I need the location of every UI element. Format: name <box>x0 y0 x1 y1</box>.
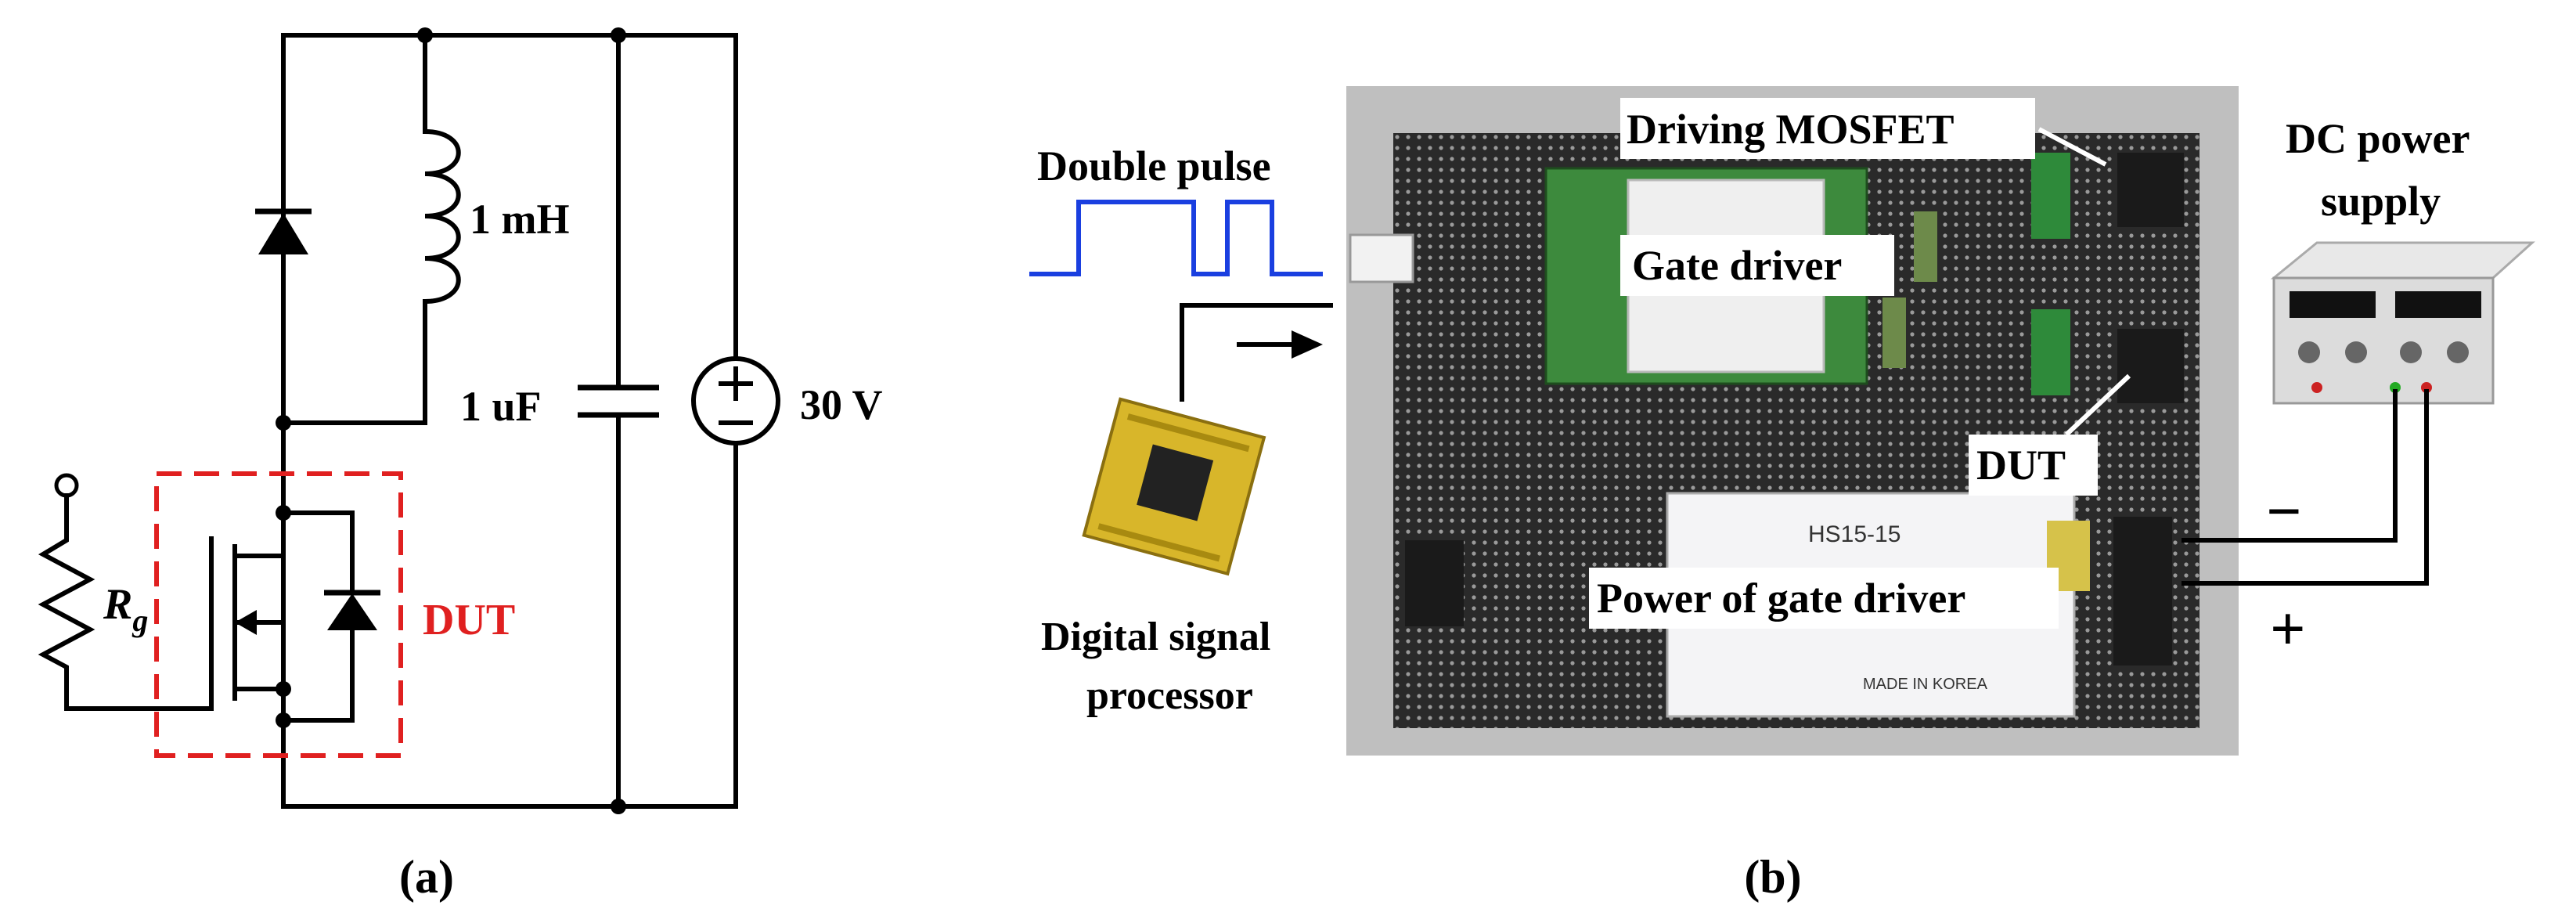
terminal-block <box>2031 153 2070 239</box>
capacitor <box>578 384 659 418</box>
dut-photo-label: DUT <box>1976 442 2066 489</box>
dsp-label-line2: processor <box>1086 673 1253 718</box>
plus-sign: + <box>2270 595 2306 664</box>
junction-dot <box>611 799 626 814</box>
supply-wire-negative <box>2181 389 2398 543</box>
wire-inductor-branch-lower <box>281 299 427 425</box>
gate-resistor <box>38 493 214 711</box>
resistor <box>1914 211 1937 282</box>
power-gate-driver-label: Power of gate driver <box>1597 575 1965 622</box>
mosfet-symbol <box>209 505 380 754</box>
inductor-coil <box>424 129 461 304</box>
resistor <box>1882 298 1906 368</box>
connector-block <box>2113 517 2172 666</box>
dc-power-supply <box>2270 241 2535 405</box>
circuit-schematic: 1 mH 1 uF 30 V Rg <box>38 27 883 903</box>
dc-supply-label-line1: DC power <box>2286 115 2470 162</box>
dsp-label-line1: Digital signal <box>1041 615 1270 659</box>
source-label: 30 V <box>800 381 883 428</box>
label-bg <box>1969 435 2098 496</box>
signal-wire <box>1180 303 1333 402</box>
inductor-label: 1 mH <box>470 196 570 243</box>
junction-dot <box>611 27 626 43</box>
dut-label: DUT <box>423 596 515 644</box>
freewheel-diode <box>255 208 312 254</box>
terminal-block <box>2031 309 2070 395</box>
converter-origin: MADE IN KOREA <box>1863 676 1988 693</box>
junction-dot <box>417 27 433 43</box>
double-pulse-waveform <box>1029 200 1323 276</box>
dut-part <box>2117 329 2184 403</box>
driving-mosfet-part <box>2117 153 2184 227</box>
voltage-source <box>691 356 780 445</box>
driving-mosfet-arrow <box>2037 127 2107 167</box>
double-pulse-label: Double pulse <box>1037 142 1271 189</box>
caption-a: (a) <box>399 851 454 903</box>
driving-mosfet-label: Driving MOSFET <box>1627 106 1955 153</box>
test-bench-photo: Double pulse Digital signal processor <box>1029 86 2535 903</box>
dut-arrow <box>2064 373 2131 437</box>
bracket <box>1349 233 1414 283</box>
label-bg <box>1589 568 2059 629</box>
supply-wire-positive <box>2181 389 2429 586</box>
converter-model: HS15-15 <box>1808 521 1900 547</box>
dsp-board <box>1082 397 1266 576</box>
connector-block <box>1405 540 1464 626</box>
label-bg <box>1620 98 2035 159</box>
gate-terminal <box>54 473 79 498</box>
label-bg <box>1620 235 1894 296</box>
signal-arrowhead <box>1292 330 1323 359</box>
capacitor-label: 1 uF <box>460 383 542 430</box>
gate-resistor-label: Rg <box>103 580 148 638</box>
dut-box <box>154 471 403 758</box>
gate-driver-label: Gate driver <box>1632 242 1842 289</box>
dc-supply-label-line2: supply <box>2321 178 2441 225</box>
junction-dot <box>276 415 291 431</box>
minus-sign: − <box>2266 478 2302 546</box>
caption-b: (b) <box>1744 851 1801 903</box>
